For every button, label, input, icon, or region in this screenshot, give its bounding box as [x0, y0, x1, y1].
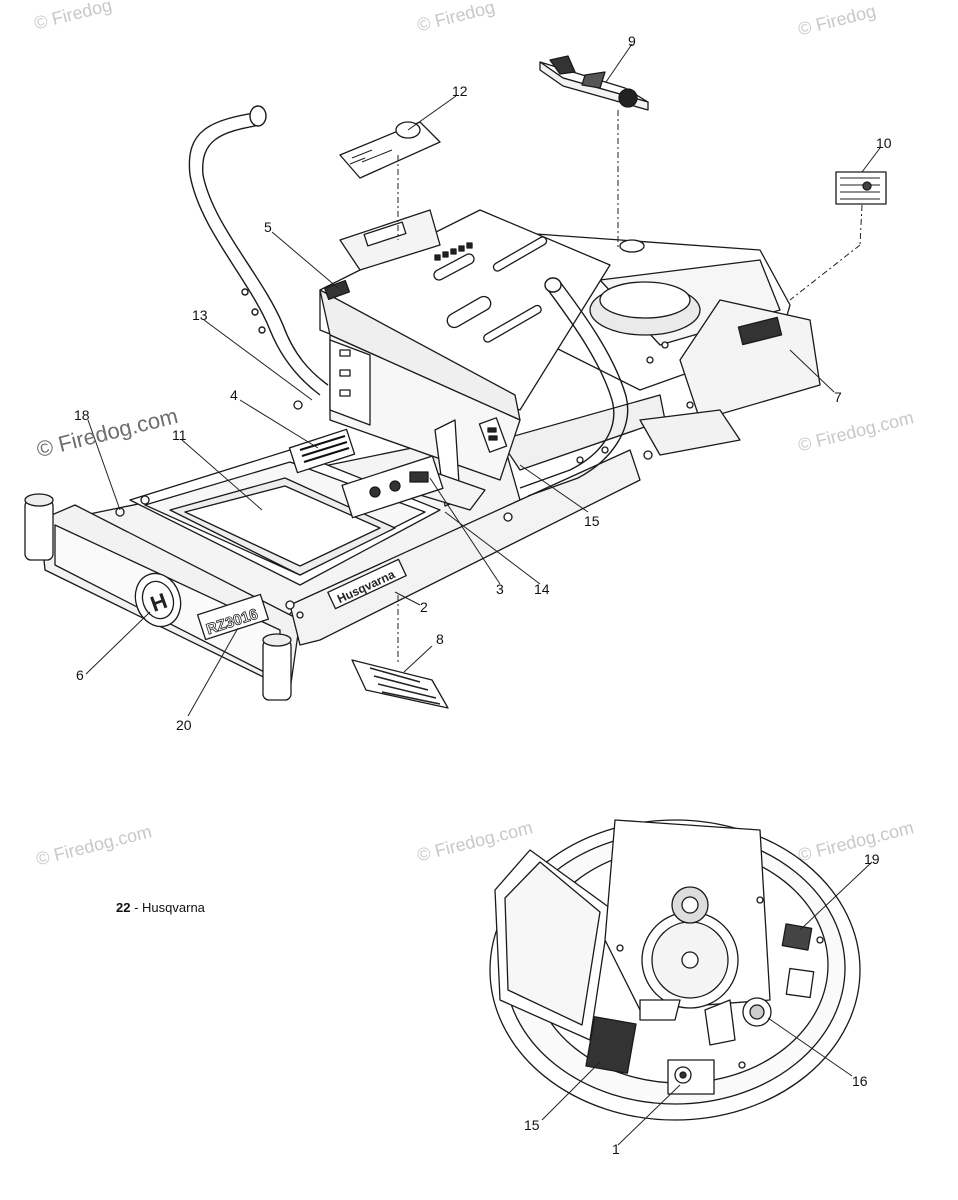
callout-5: 5: [264, 219, 272, 235]
decal-9: [539, 55, 649, 111]
caption-number: 22: [116, 900, 131, 915]
callout-20: 20: [176, 717, 192, 733]
callout-8: 8: [436, 631, 444, 647]
right-lap-bar: [519, 277, 629, 497]
left-lap-bar: [188, 105, 329, 396]
callout-2: 2: [420, 599, 428, 615]
rail-logo-plate: [327, 558, 407, 610]
callout-15-top: 15: [584, 513, 600, 529]
callout-4: 4: [230, 387, 238, 403]
callout-11: 11: [172, 427, 187, 443]
callout-6: 6: [76, 667, 84, 683]
decal-10: [835, 171, 887, 205]
callout-12: 12: [452, 83, 468, 99]
item-caption: 22 - Husqvarna: [116, 900, 205, 915]
left-caster-post: [24, 499, 54, 561]
mounted-decals: [288, 279, 508, 519]
callout-18: 18: [74, 407, 90, 423]
callout-9: 9: [628, 33, 636, 49]
bumper-logo: [134, 572, 182, 628]
callout-3: 3: [496, 581, 504, 597]
leader-lines: [85, 43, 881, 1146]
caption-separator: -: [130, 900, 143, 915]
callout-7: 7: [834, 389, 842, 405]
callout-15-bottom: 15: [524, 1117, 540, 1133]
callout-19: 19: [864, 851, 880, 867]
seat-plate: [319, 209, 611, 481]
decal-8: [351, 659, 449, 709]
right-caster-post: [262, 639, 292, 701]
callout-14: 14: [534, 581, 550, 597]
callout-10: 10: [876, 135, 892, 151]
callout-16: 16: [852, 1073, 868, 1089]
decal-12: [339, 121, 441, 179]
mower-deck: [489, 819, 861, 1121]
callout-13: 13: [192, 307, 208, 323]
caption-text: Husqvarna: [142, 900, 205, 915]
callout-1: 1: [612, 1141, 620, 1157]
